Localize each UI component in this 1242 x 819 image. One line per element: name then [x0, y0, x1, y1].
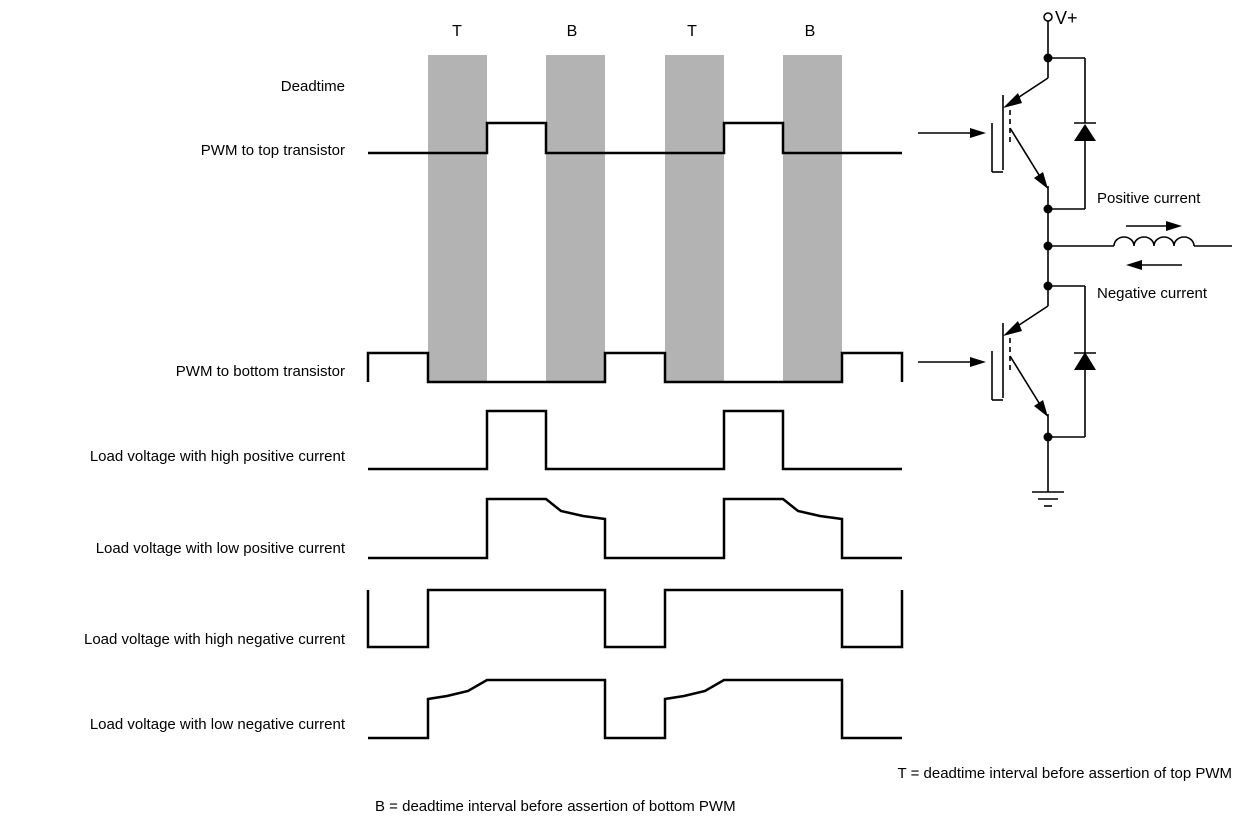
deadtime-band-3	[665, 55, 724, 382]
load-low-neg-label: Load voltage with low negative current	[90, 716, 346, 733]
positive-current-arrow	[1126, 221, 1182, 231]
supply-label: V+	[1055, 8, 1078, 28]
b-legend-note: B = deadtime interval before assertion o…	[375, 798, 736, 815]
load-low-pos-waveform	[368, 497, 902, 560]
pwm-top-label: PWM to top transistor	[201, 142, 345, 159]
top-transistor	[991, 58, 1049, 209]
negative-current-arrow	[1126, 260, 1182, 270]
load-inductor	[1048, 236, 1232, 247]
bottom-transistor	[991, 286, 1049, 437]
load-high-pos-waveform	[368, 409, 902, 471]
deadtime-bands	[428, 55, 842, 382]
deadtime-band-4	[783, 55, 842, 382]
row-labels: Deadtime PWM to top transistor PWM to bo…	[84, 78, 346, 733]
interval-headers: T B T B	[452, 23, 815, 40]
half-bridge-circuit: V+	[918, 8, 1232, 507]
interval-header-1: T	[452, 23, 462, 40]
bottom-diode	[1048, 285, 1096, 438]
pwm-bottom-waveform	[366, 351, 904, 384]
deadtime-band-1	[428, 55, 487, 382]
load-low-neg-waveform	[368, 678, 902, 740]
pwm-bottom-label: PWM to bottom transistor	[176, 363, 345, 380]
bottom-gate-arrow	[918, 357, 986, 367]
interval-header-4: B	[805, 23, 816, 40]
junction-dots	[1043, 53, 1053, 442]
load-high-pos-label: Load voltage with high positive current	[90, 448, 346, 465]
ground-icon	[1032, 491, 1064, 507]
interval-header-2: B	[567, 23, 578, 40]
supply-terminal	[1043, 12, 1053, 22]
positive-current-label: Positive current	[1097, 190, 1201, 207]
load-high-neg-label: Load voltage with high negative current	[84, 631, 346, 648]
pwm-top-waveform	[368, 121, 902, 155]
legend: T = deadtime interval before assertion o…	[375, 765, 1232, 815]
waveforms	[366, 121, 904, 740]
deadtime-band-2	[546, 55, 605, 382]
top-diode	[1048, 57, 1096, 210]
load-high-neg-waveform	[366, 588, 904, 649]
interval-header-3: T	[687, 23, 697, 40]
deadtime-label: Deadtime	[281, 78, 345, 95]
t-legend-note: T = deadtime interval before assertion o…	[898, 765, 1232, 782]
load-low-pos-label: Load voltage with low positive current	[96, 540, 346, 557]
negative-current-label: Negative current	[1097, 285, 1208, 302]
top-gate-arrow	[918, 128, 986, 138]
